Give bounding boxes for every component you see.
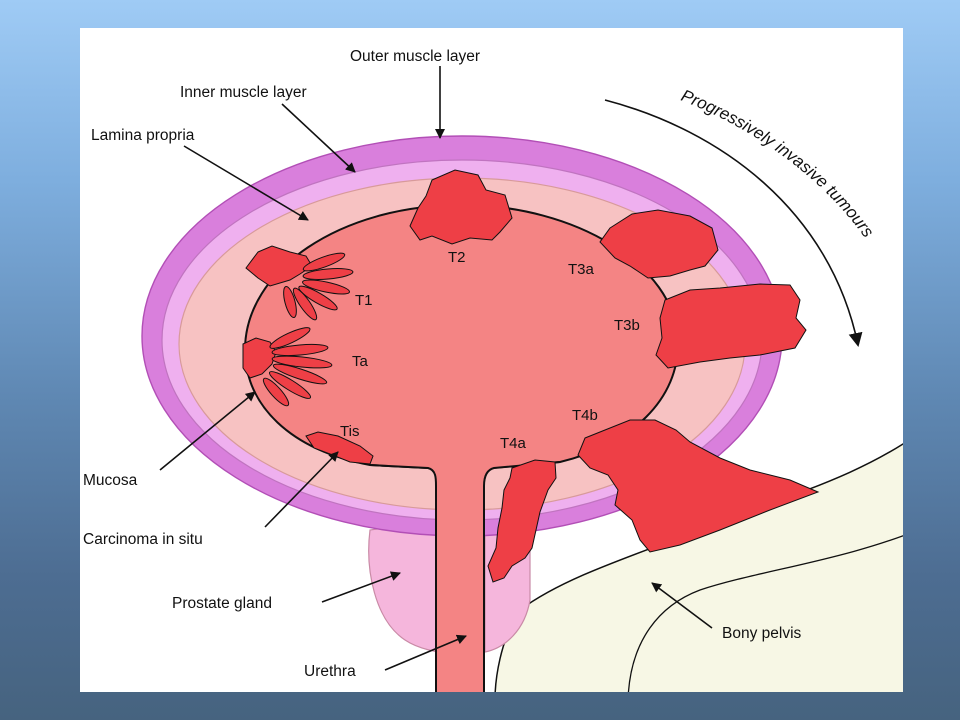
inner-muscle-arrow: [281, 103, 356, 173]
tumour-t3a: [599, 209, 719, 279]
bony-pelvis-inner-line: [627, 535, 903, 692]
progressive-arc-arrow: [604, 99, 863, 347]
urethra-label: Urethra: [304, 663, 356, 680]
stage-tis-label: Tis: [340, 423, 359, 440]
bony-pelvis-shape: [494, 443, 903, 692]
bladder-lumen: [243, 203, 680, 483]
tumour-ta: [242, 327, 333, 407]
mucosa-label: Mucosa: [83, 472, 138, 489]
tumour-t4b: [577, 419, 820, 553]
stage-t1-label: T1: [355, 292, 373, 309]
prostate-gland-arrow: [321, 571, 401, 603]
outer-muscle-label: Outer muscle layer: [350, 48, 480, 65]
tumour-tis: [305, 431, 374, 465]
tumour-t3b: [655, 283, 807, 369]
stage-t4a-label: T4a: [500, 435, 527, 452]
carcinoma-in-situ-arrow: [264, 451, 339, 528]
tumour-t1: [245, 245, 354, 321]
stage-t3b-label: T3b: [614, 317, 640, 334]
bony-pelvis-arrow: [651, 582, 713, 629]
urethra-arrow: [384, 634, 467, 671]
stage-t3a-label: T3a: [568, 261, 595, 278]
carcinoma-in-situ-label: Carcinoma in situ: [83, 531, 203, 548]
tumour-t4a: [487, 459, 557, 583]
lamina-propria-arrow: [183, 145, 309, 221]
inner-muscle-label: Inner muscle layer: [180, 84, 307, 101]
lamina-propria-label: Lamina propria: [91, 127, 195, 144]
stage-t4b-label: T4b: [572, 407, 598, 424]
stage-t2-label: T2: [448, 249, 466, 266]
mucosa-arrow: [159, 391, 256, 471]
tumour-t2: [409, 169, 513, 245]
prostate-gland-label: Prostate gland: [172, 595, 272, 612]
stage-ta-label: Ta: [352, 353, 369, 370]
bony-pelvis-label: Bony pelvis: [722, 625, 802, 642]
